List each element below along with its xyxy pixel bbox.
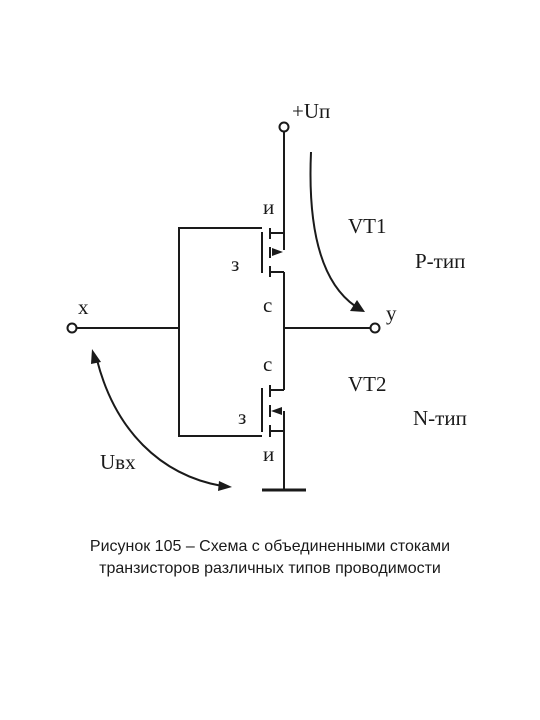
input-label: x [78,295,89,319]
output-label: y [386,301,397,325]
n-type-label: N-тип [413,406,467,430]
vt2-drain-label: с [263,352,272,376]
vt1-gate-label: з [231,252,239,276]
output-terminal [369,322,381,334]
vt1-substrate-arrow [272,248,283,256]
vt2-substrate-arrow [271,407,282,415]
figure-caption: Рисунок 105 – Схема с объединенными сток… [0,536,540,580]
vt2-source-label: и [263,442,274,466]
supply-terminal [278,121,290,133]
caption-line-1: Рисунок 105 – Схема с объединенными сток… [89,538,451,555]
vt1-source-label: и [263,195,274,219]
input-voltage-arrow [96,359,223,487]
input-voltage-label: Uвх [100,450,136,474]
vt1-label: VT1 [348,214,387,238]
vt1-drain-label: с [263,293,272,317]
current-flow-arrow [309,151,356,307]
input-voltage-arrowhead-top [91,349,101,364]
vt2-label: VT2 [348,372,387,396]
vt2-gate-label: з [238,405,246,429]
input-terminal [66,322,78,334]
caption-line-2: транзисторов различных типов проводимост… [99,560,441,577]
input-voltage-arrowhead-bottom [218,481,232,491]
supply-label: +Uп [292,99,330,123]
vt1-channel [269,228,284,277]
current-flow-arrowhead [350,300,365,312]
p-type-label: P-тип [415,249,465,273]
vt2-channel [269,385,284,437]
gate-loop [178,227,262,437]
